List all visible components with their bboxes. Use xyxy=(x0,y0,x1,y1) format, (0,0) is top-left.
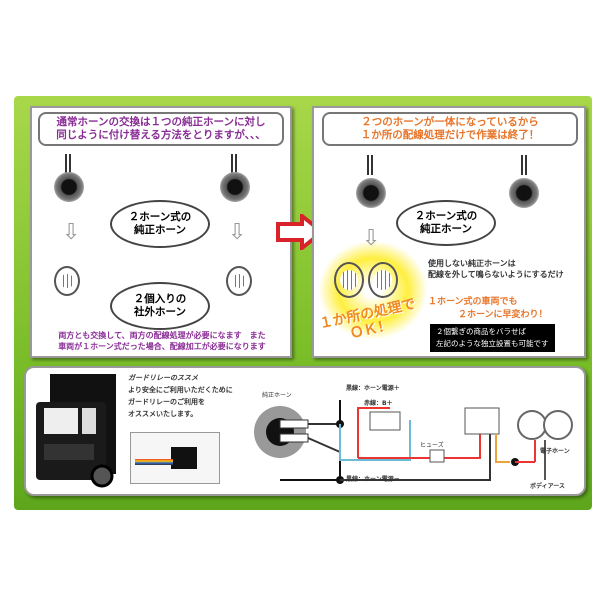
aftermarket-horn-icon xyxy=(226,266,252,296)
arrow-down-icon: ⇩ xyxy=(62,220,81,245)
footer-line: 車両が１ホーン式だった場合、配線加工が必要になります xyxy=(58,342,266,351)
note-line: ２ホーンに早変わり！ xyxy=(458,310,548,320)
headline-line: １か所の配線処理だけで作業は終了！ xyxy=(360,129,540,141)
footer-line: 両方とも交換して、両方の配線処理が必要になます また xyxy=(58,331,266,340)
black-note: ２個繋ぎの商品をバラせば 左記のような独立設置も可能です xyxy=(430,324,555,352)
headline-line: ２つのホーンが一体になっているから xyxy=(361,116,539,128)
twin-horn-icon xyxy=(334,262,364,298)
wire xyxy=(231,154,237,174)
bubble-text: ２ホーン式の xyxy=(128,211,192,223)
headline-line: 同じように付け替える方法をとりますが、、、 xyxy=(56,129,266,141)
unused-horn-note: 使用しない純正ホーンは 配線を外して鳴らないようにするだけ xyxy=(428,258,564,280)
bubble-text: ２個入りの xyxy=(133,293,187,305)
relay-photo xyxy=(130,432,220,484)
wire xyxy=(65,154,71,174)
label-power-plus: 黒線：ホーン電源＋ xyxy=(346,385,400,392)
oem-horn-icon xyxy=(509,178,539,208)
arrow-down-icon: ⇩ xyxy=(228,220,247,245)
label-oem-horn: 純正ホーン xyxy=(262,392,292,399)
note-line: １ホーン式の車両でも xyxy=(428,297,518,307)
relay-text: より安全にご利用いただくために xyxy=(128,386,233,394)
label-electronic-horn: 電子ホーン xyxy=(540,448,570,455)
orange-note: １ホーン式の車両でも ２ホーンに早変わり！ xyxy=(428,296,548,322)
twin-horn-icon xyxy=(368,262,398,298)
bubble-aftermarket-horn: ２個入りの 社外ホーン xyxy=(110,282,210,330)
note-line: 左記のような独立設置も可能です xyxy=(436,339,549,348)
headline-line: 通常ホーンの交換は１つの純正ホーンに対し xyxy=(56,116,266,128)
relay-recommendation: ガードリレーのススメ より安全にご利用いただくために ガードリレーのご利用を オ… xyxy=(128,372,233,420)
left-footer: 両方とも交換して、両方の配線処理が必要になます また 車両が１ホーン式だった場合… xyxy=(36,330,288,352)
oem-horn-icon xyxy=(356,178,386,208)
bubble-text: 社外ホーン xyxy=(134,306,186,318)
left-panel: 通常ホーンの交換は１つの純正ホーンに対し 同じように付け替える方法をとりますが、… xyxy=(30,106,292,358)
note-line: 配線を外して鳴らないようにするだけ xyxy=(428,270,564,279)
label-fuse: ヒューズ xyxy=(420,442,444,449)
left-headline: 通常ホーンの交換は１つの純正ホーンに対し 同じように付け替える方法をとりますが、… xyxy=(38,112,284,146)
relay-title: ガードリレーのススメ xyxy=(128,374,198,382)
bubble-oem-horn: ２ホーン式の 純正ホーン xyxy=(396,200,496,246)
bubble-text: 純正ホーン xyxy=(420,223,472,235)
bubble-text: ２ホーン式の xyxy=(414,210,478,222)
relay-text: オススメいたします。 xyxy=(128,410,198,418)
bubble-oem-horn: ２ホーン式の 純正ホーン xyxy=(110,200,210,248)
oem-horn-icon xyxy=(54,172,84,202)
wiring-diagram xyxy=(254,400,573,484)
wire xyxy=(521,155,527,175)
wire xyxy=(367,155,373,175)
note-line: 使用しない純正ホーンは xyxy=(428,259,516,268)
relay-wires xyxy=(135,459,173,465)
label-body-earth: ボディアース xyxy=(530,483,565,490)
relay-icon xyxy=(171,447,197,469)
right-headline: ２つのホーンが一体になっているから １か所の配線処理だけで作業は終了！ xyxy=(322,112,578,146)
label-battery: 赤線：B＋ xyxy=(364,400,393,407)
note-line: ２個繋ぎの商品をバラせば xyxy=(436,327,526,336)
oem-horn-icon xyxy=(220,172,250,202)
relay-text: ガードリレーのご利用を xyxy=(128,398,205,406)
aftermarket-horn-icon xyxy=(54,266,80,296)
truck-icon xyxy=(36,374,116,488)
bubble-text: 純正ホーン xyxy=(134,224,186,236)
label-power-minus: 黒線：ホーン電源－ xyxy=(346,476,400,483)
arrow-down-icon: ⇩ xyxy=(362,226,381,251)
